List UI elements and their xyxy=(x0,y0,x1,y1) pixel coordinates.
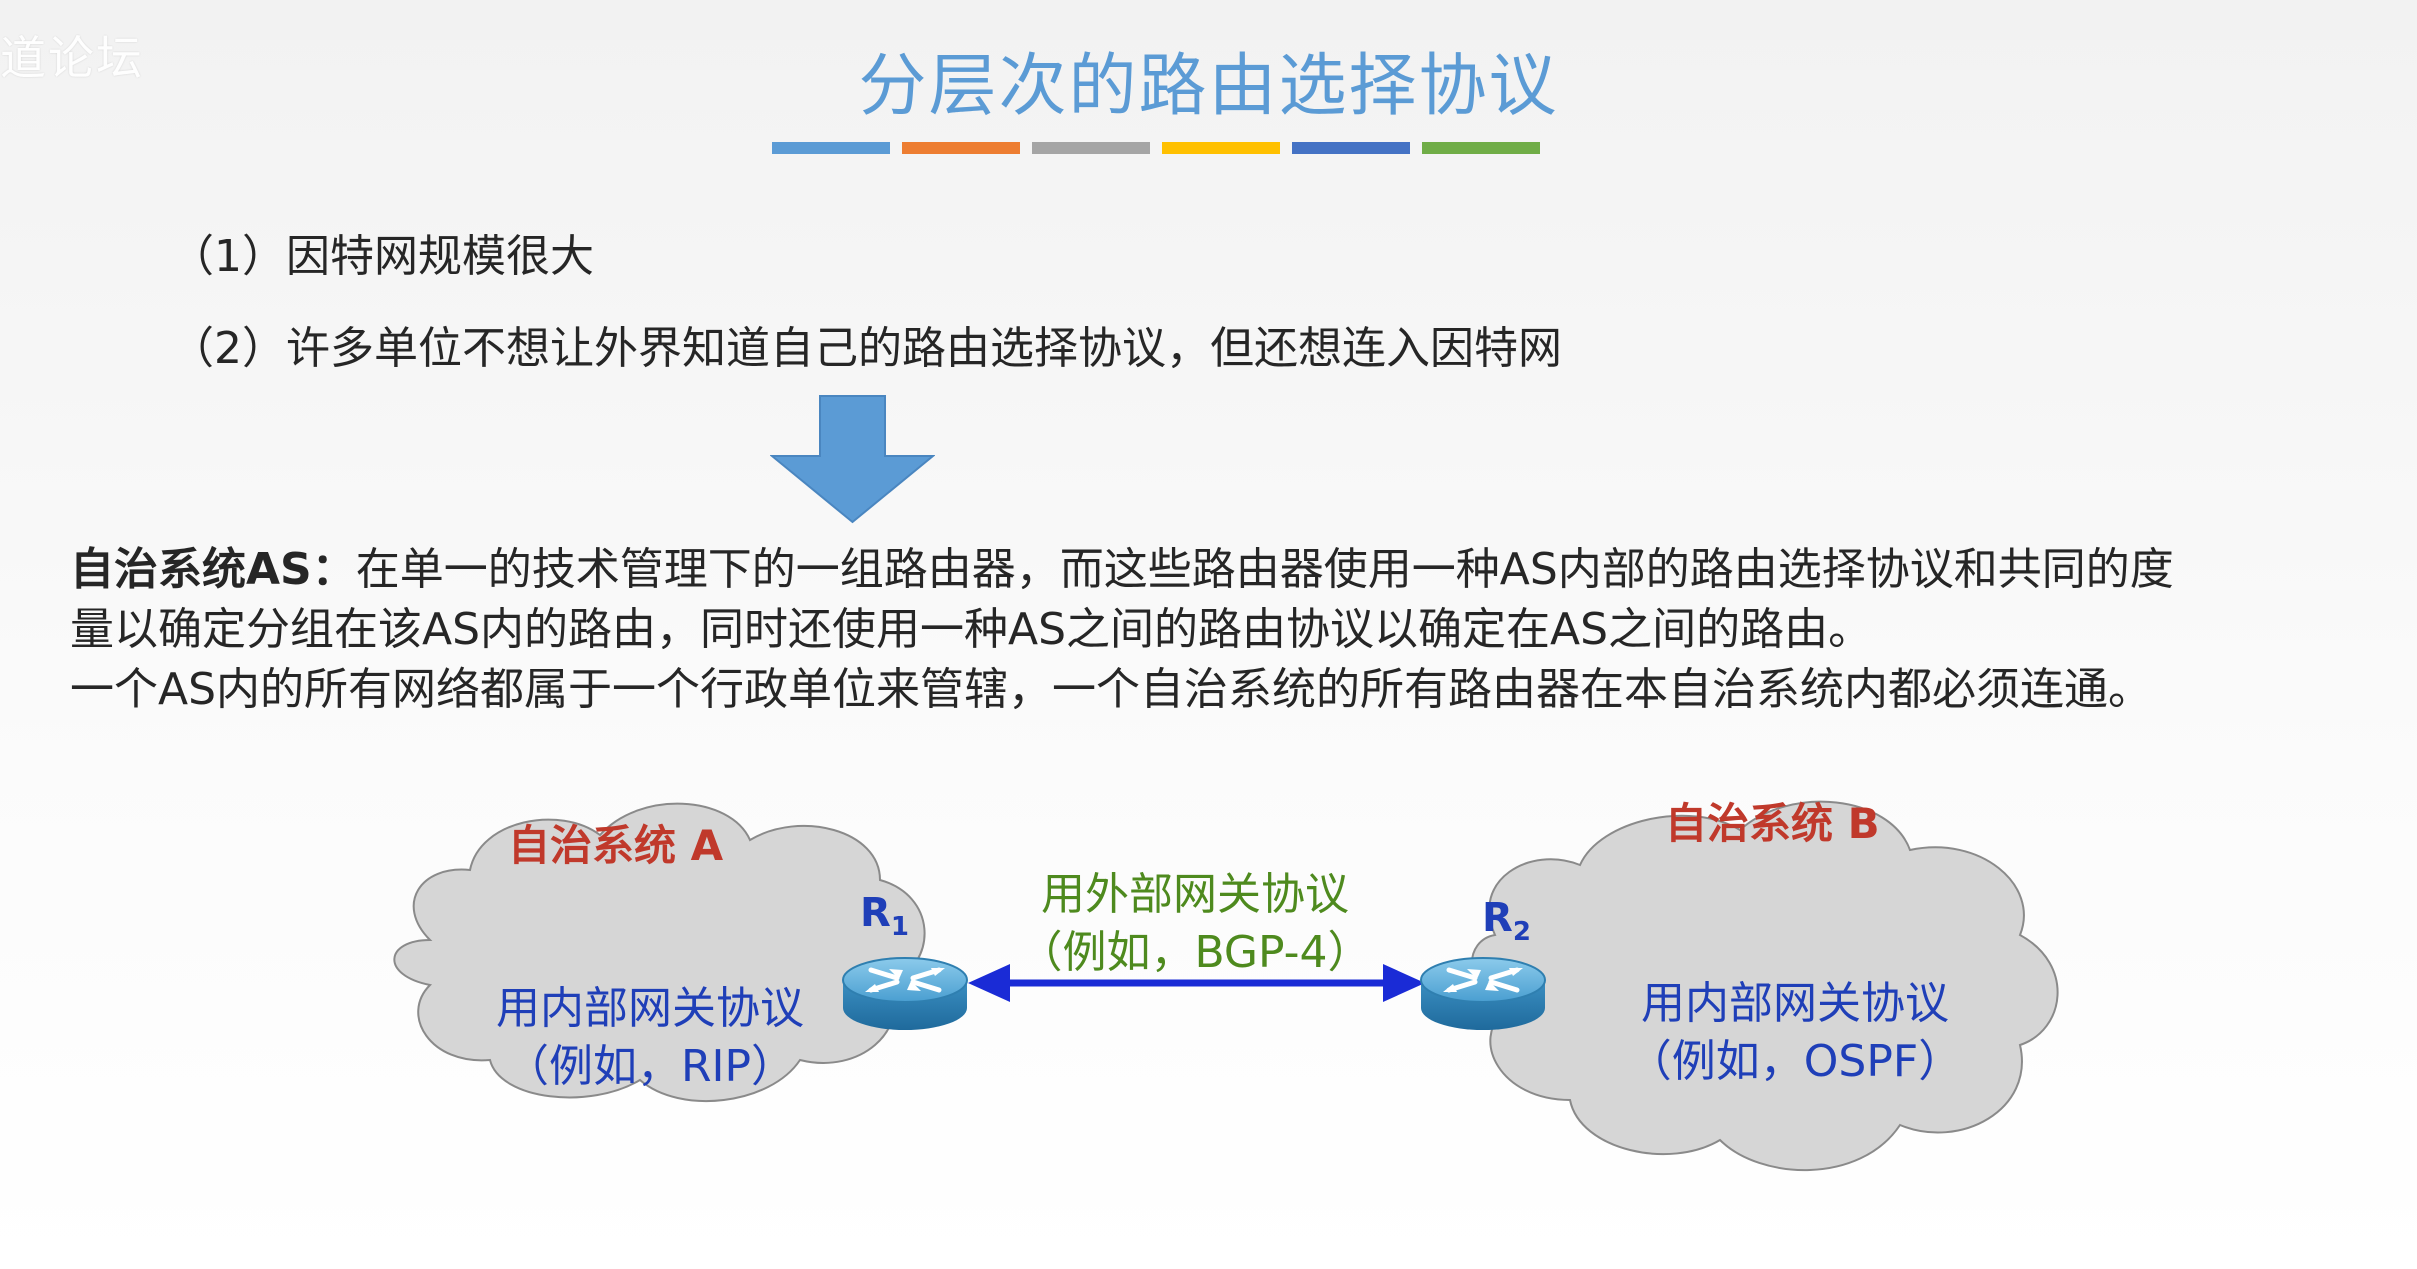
definition-line-3: 一个AS内的所有网络都属于一个行政单位来管辖，一个自治系统的所有路由器在本自治系… xyxy=(70,664,2153,715)
color-bar-segment xyxy=(1422,142,1540,154)
definition-line-2: 量以确定分组在该AS内的路由，同时还使用一种AS之间的路由协议以确定在AS之间的… xyxy=(70,604,1873,655)
egp-label-line-1: 用外部网关协议 xyxy=(1041,869,1349,920)
reason-point-2: （2）许多单位不想让外界知道自己的路由选择协议，但还想连入因特网 xyxy=(170,323,1562,374)
egp-label: 用外部网关协议 （例如，BGP-4） xyxy=(990,866,1400,982)
as-a-protocol: 用内部网关协议 （例如，RIP） xyxy=(440,980,860,1096)
router-r1-label: R1 xyxy=(860,890,909,942)
slide-title: 分层次的路由选择协议 xyxy=(858,47,1559,126)
color-bar-segment xyxy=(1032,142,1150,154)
cloud-as-b xyxy=(1470,800,2059,1171)
color-bar-segment xyxy=(772,142,890,154)
definition-line-1: 自治系统AS：在单一的技术管理下的一组路由器，而这些路由器使用一种AS内部的路由… xyxy=(70,540,2370,600)
router-r1-letter: R xyxy=(860,890,891,936)
color-bar-segment xyxy=(1292,142,1410,154)
bgp-link-arrow xyxy=(968,964,1425,1002)
color-bar-segment xyxy=(902,142,1020,154)
as-a-protocol-line-1: 用内部网关协议 xyxy=(496,983,804,1034)
router-r2-index: 2 xyxy=(1512,917,1531,947)
router-r1-icon xyxy=(842,957,968,1030)
title-color-bar xyxy=(772,142,1540,154)
router-r2-label: R2 xyxy=(1482,895,1531,947)
as-b-protocol-line-2: （例如，OSPF） xyxy=(1627,1036,1963,1087)
down-arrow-icon xyxy=(770,395,935,524)
router-r1-index: 1 xyxy=(890,912,909,942)
as-b-protocol-line-1: 用内部网关协议 xyxy=(1641,978,1949,1029)
watermark-text: 道论坛 xyxy=(0,31,144,85)
definition-text-1: 在单一的技术管理下的一组路由器，而这些路由器使用一种AS内部的路由选择协议和共同… xyxy=(355,544,2174,595)
color-bar-segment xyxy=(1162,142,1280,154)
as-a-protocol-line-2: （例如，RIP） xyxy=(504,1041,796,1092)
reason-point-1: （1）因特网规模很大 xyxy=(170,231,594,282)
egp-label-line-2: （例如，BGP-4） xyxy=(1018,927,1372,978)
definition-term: 自治系统AS： xyxy=(70,544,356,595)
as-definition: 自治系统AS：在单一的技术管理下的一组路由器，而这些路由器使用一种AS内部的路由… xyxy=(70,540,2370,720)
router-r2-icon xyxy=(1420,957,1546,1030)
as-b-title: 自治系统 B xyxy=(1665,799,1880,848)
as-b-protocol: 用内部网关协议 （例如，OSPF） xyxy=(1585,975,2005,1091)
router-r2-letter: R xyxy=(1482,895,1513,941)
as-a-title: 自治系统 A xyxy=(508,821,724,870)
